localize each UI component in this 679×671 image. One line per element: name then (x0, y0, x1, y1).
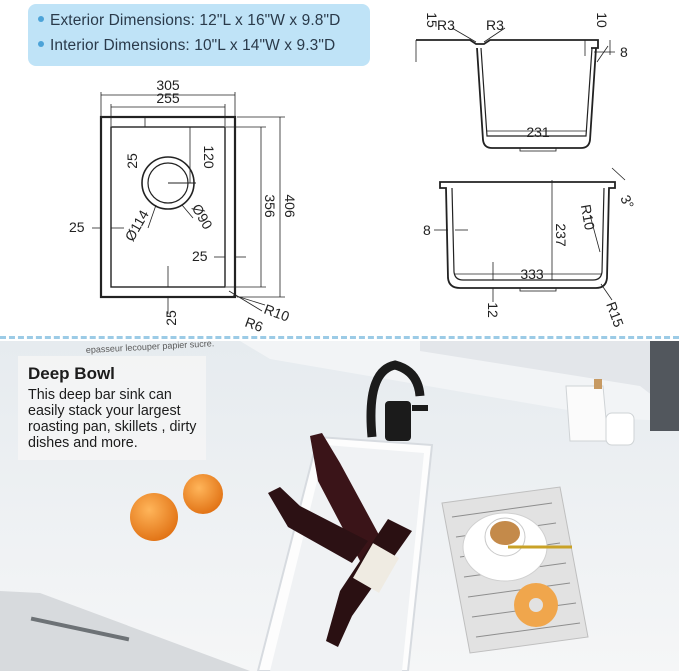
dark-tile-wall (650, 341, 679, 431)
wine-label (353, 543, 399, 593)
label-8: 8 (620, 44, 628, 60)
label-right-25: 25 (192, 248, 208, 264)
label-10: 10 (594, 12, 610, 28)
label-406: 406 (282, 194, 298, 218)
dimension-drawings: 305 255 25 120 356 406 25 Ø114 Ø90 25 25… (69, 12, 637, 335)
label-120: 120 (201, 145, 217, 169)
label-r3-left: R3 (437, 17, 455, 33)
label-333: 333 (520, 266, 544, 282)
label-r10-front: R10 (578, 203, 598, 231)
label-237: 237 (553, 223, 569, 247)
label-r6: R6 (243, 314, 265, 335)
orange-fruit (183, 474, 223, 514)
exterior-dimensions: Exterior Dimensions: 12"L x 16"W x 9.8"D (38, 12, 340, 30)
label-305: 305 (156, 77, 180, 93)
interior-dimensions: Interior Dimensions: 10"L x 14"W x 9.3"D (38, 37, 335, 55)
faucet-spout (366, 360, 425, 438)
tea (490, 521, 520, 545)
donut-hole (529, 598, 543, 612)
label-dia-114: Ø114 (121, 207, 152, 244)
label-8-front: 8 (423, 222, 431, 238)
label-356: 356 (262, 194, 278, 218)
label-3deg: 3° (617, 193, 637, 212)
label-255: 255 (156, 90, 180, 106)
salt-shaker (605, 412, 635, 446)
technical-drawing-panel: Exterior Dimensions: 12"L x 16"W x 9.8"D… (28, 4, 638, 336)
bottle-cork (594, 379, 602, 389)
callout-body: This deep bar sink can easily stack your… (28, 387, 197, 451)
label-r10: R10 (262, 301, 292, 325)
dimensions-badge: Exterior Dimensions: 12"L x 16"W x 9.8"D… (28, 4, 370, 66)
label-231: 231 (526, 124, 550, 140)
side-view-drawing (415, 27, 615, 152)
front-view-labels: 3° R10 8 237 333 12 R15 (423, 193, 637, 330)
oil-bottle (565, 385, 609, 442)
label-r3-right: R3 (486, 17, 504, 33)
top-view-drawing (92, 92, 285, 314)
bullet-icon (38, 15, 44, 22)
faucet-body (385, 401, 411, 441)
label-r15: R15 (603, 300, 627, 330)
label-dia-90: Ø90 (189, 201, 216, 232)
section-divider (0, 336, 679, 339)
orange-fruit (130, 493, 178, 541)
label-12: 12 (485, 302, 501, 318)
deep-bowl-callout: Deep Bowl This deep bar sink can easily … (18, 356, 206, 460)
callout-title: Deep Bowl (28, 364, 115, 383)
label-left-25: 25 (69, 219, 85, 235)
faucet-handle (412, 405, 428, 411)
label-bottom-25: 25 (163, 310, 179, 326)
label-15: 15 (424, 12, 440, 28)
cabinet-handle (30, 616, 130, 642)
wine-bottles (268, 433, 412, 647)
side-view-labels: 15 R3 R3 10 8 231 (424, 12, 628, 140)
window-frame (420, 341, 679, 416)
kitchen-photo: epasseur lecouper papier sucré. Deep Bow… (0, 341, 679, 671)
bullet-icon (38, 40, 44, 47)
front-view-drawing (434, 167, 626, 302)
cabinet-front (0, 591, 250, 671)
label-top-25: 25 (124, 153, 140, 169)
